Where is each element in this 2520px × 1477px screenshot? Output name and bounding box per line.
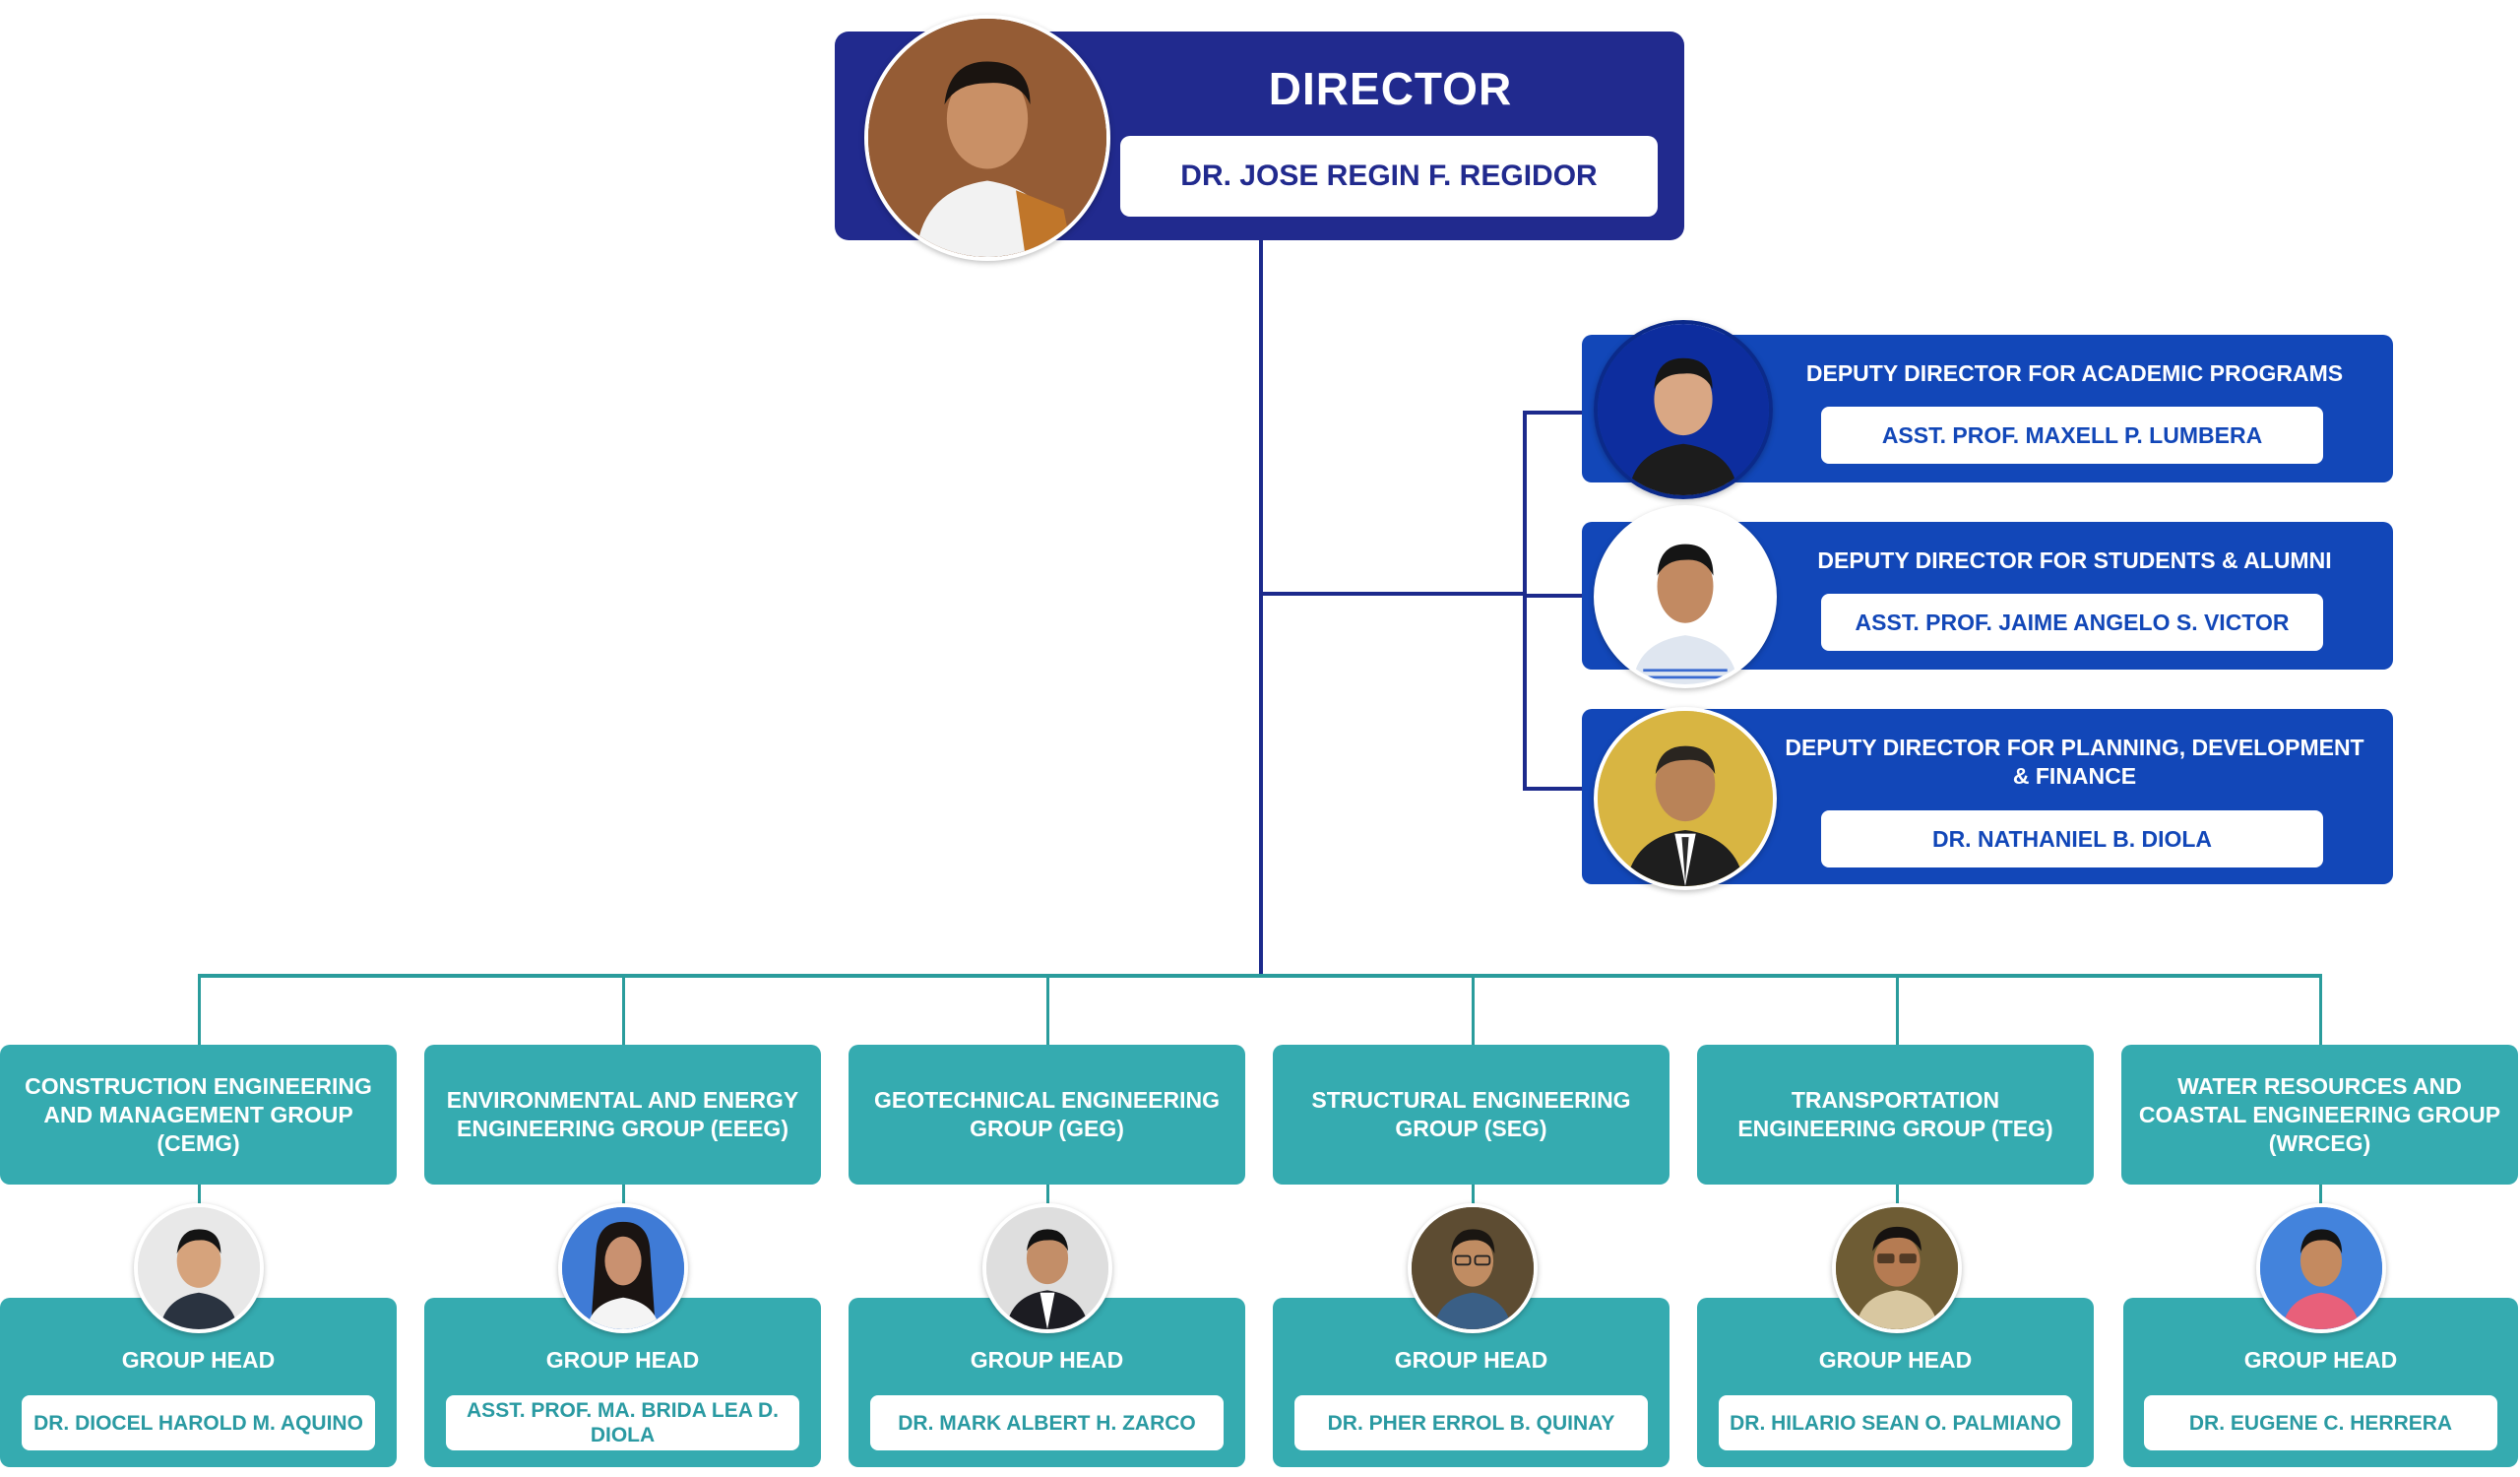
director-trunk-line (1259, 240, 1263, 977)
director-name: DR. JOSE REGIN F. REGIDOR (1120, 136, 1658, 217)
group-drop-line-2 (622, 974, 625, 1045)
group-card-seg: STRUCTURAL ENGINEERING GROUP (SEG) (1273, 1045, 1670, 1185)
person-photo-icon (1412, 1207, 1534, 1329)
person-photo-icon (868, 19, 1106, 257)
group-head-photo-geg (982, 1203, 1112, 1333)
group-head-name-eeeg: ASST. PROF. MA. BRIDA LEA D. DIOLA (446, 1395, 799, 1450)
person-photo-icon (1598, 711, 1773, 886)
group-head-label-seg: GROUP HEAD (1394, 1346, 1548, 1373)
group-head-label-geg: GROUP HEAD (970, 1346, 1124, 1373)
director-photo (864, 15, 1110, 261)
person-photo-icon (1598, 509, 1773, 684)
group-head-name-wrceg: DR. EUGENE C. HERRERA (2144, 1395, 2497, 1450)
group-drop-line-1 (198, 974, 201, 1045)
group-head-label-teg: GROUP HEAD (1818, 1346, 1973, 1373)
deputy-connector-1 (1523, 411, 1584, 415)
deputy-photo-students (1594, 505, 1777, 688)
group-drop-line-4 (1472, 974, 1475, 1045)
deputy-title-planning: DEPUTY DIRECTOR FOR PLANNING, DEVELOPMEN… (1785, 735, 2364, 789)
deputy-connector-3 (1523, 787, 1584, 791)
group-head-name-geg: DR. MARK ALBERT H. ZARCO (870, 1395, 1224, 1450)
group-card-teg: TRANSPORTATION ENGINEERING GROUP (TEG) (1697, 1045, 2094, 1185)
deputy-title-students: DEPUTY DIRECTOR FOR STUDENTS & ALUMNI (1817, 546, 2332, 573)
group-card-wrceg: WATER RESOURCES AND COASTAL ENGINEERING … (2121, 1045, 2518, 1185)
person-photo-icon (1598, 324, 1769, 495)
deputy-name-planning: DR. NATHANIEL B. DIOLA (1821, 810, 2323, 867)
group-card-cemg: CONSTRUCTION ENGINEERING AND MANAGEMENT … (0, 1045, 397, 1185)
group-card-eeeg: ENVIRONMENTAL AND ENERGY ENGINEERING GRO… (424, 1045, 821, 1185)
group-head-label-cemg: GROUP HEAD (121, 1346, 276, 1373)
deputy-branch-line (1261, 592, 1525, 596)
group-drop-line-6 (2319, 974, 2322, 1045)
group-drop-line-5 (1896, 974, 1899, 1045)
group-drop-line-3 (1046, 974, 1049, 1045)
group-head-photo-seg (1408, 1203, 1538, 1333)
group-card-geg: GEOTECHNICAL ENGINEERING GROUP (GEG) (849, 1045, 1245, 1185)
deputy-connector-2 (1523, 594, 1584, 598)
group-head-name-cemg: DR. DIOCEL HAROLD M. AQUINO (22, 1395, 375, 1450)
group-head-photo-wrceg (2256, 1203, 2386, 1333)
group-head-label-eeeg: GROUP HEAD (545, 1346, 700, 1373)
person-photo-icon (2260, 1207, 2382, 1329)
group-head-photo-cemg (134, 1203, 264, 1333)
person-photo-icon (138, 1207, 260, 1329)
group-head-name-teg: DR. HILARIO SEAN O. PALMIANO (1719, 1395, 2072, 1450)
deputy-name-academic: ASST. PROF. MAXELL P. LUMBERA (1821, 407, 2323, 464)
group-head-label-wrceg: GROUP HEAD (2243, 1346, 2398, 1373)
director-title: DIRECTOR (1268, 63, 1513, 114)
person-photo-icon (562, 1207, 684, 1329)
person-photo-icon (1836, 1207, 1958, 1329)
group-head-photo-teg (1832, 1203, 1962, 1333)
person-photo-icon (986, 1207, 1108, 1329)
groups-horizontal-line (199, 974, 2322, 978)
deputy-name-students: ASST. PROF. JAIME ANGELO S. VICTOR (1821, 594, 2323, 651)
group-head-name-seg: DR. PHER ERROL B. QUINAY (1294, 1395, 1648, 1450)
deputy-title-academic: DEPUTY DIRECTOR FOR ACADEMIC PROGRAMS (1805, 359, 2344, 386)
group-head-photo-eeeg (558, 1203, 688, 1333)
deputy-photo-academic (1594, 320, 1773, 499)
deputy-photo-planning (1594, 707, 1777, 890)
deputy-bracket-line (1523, 411, 1527, 791)
